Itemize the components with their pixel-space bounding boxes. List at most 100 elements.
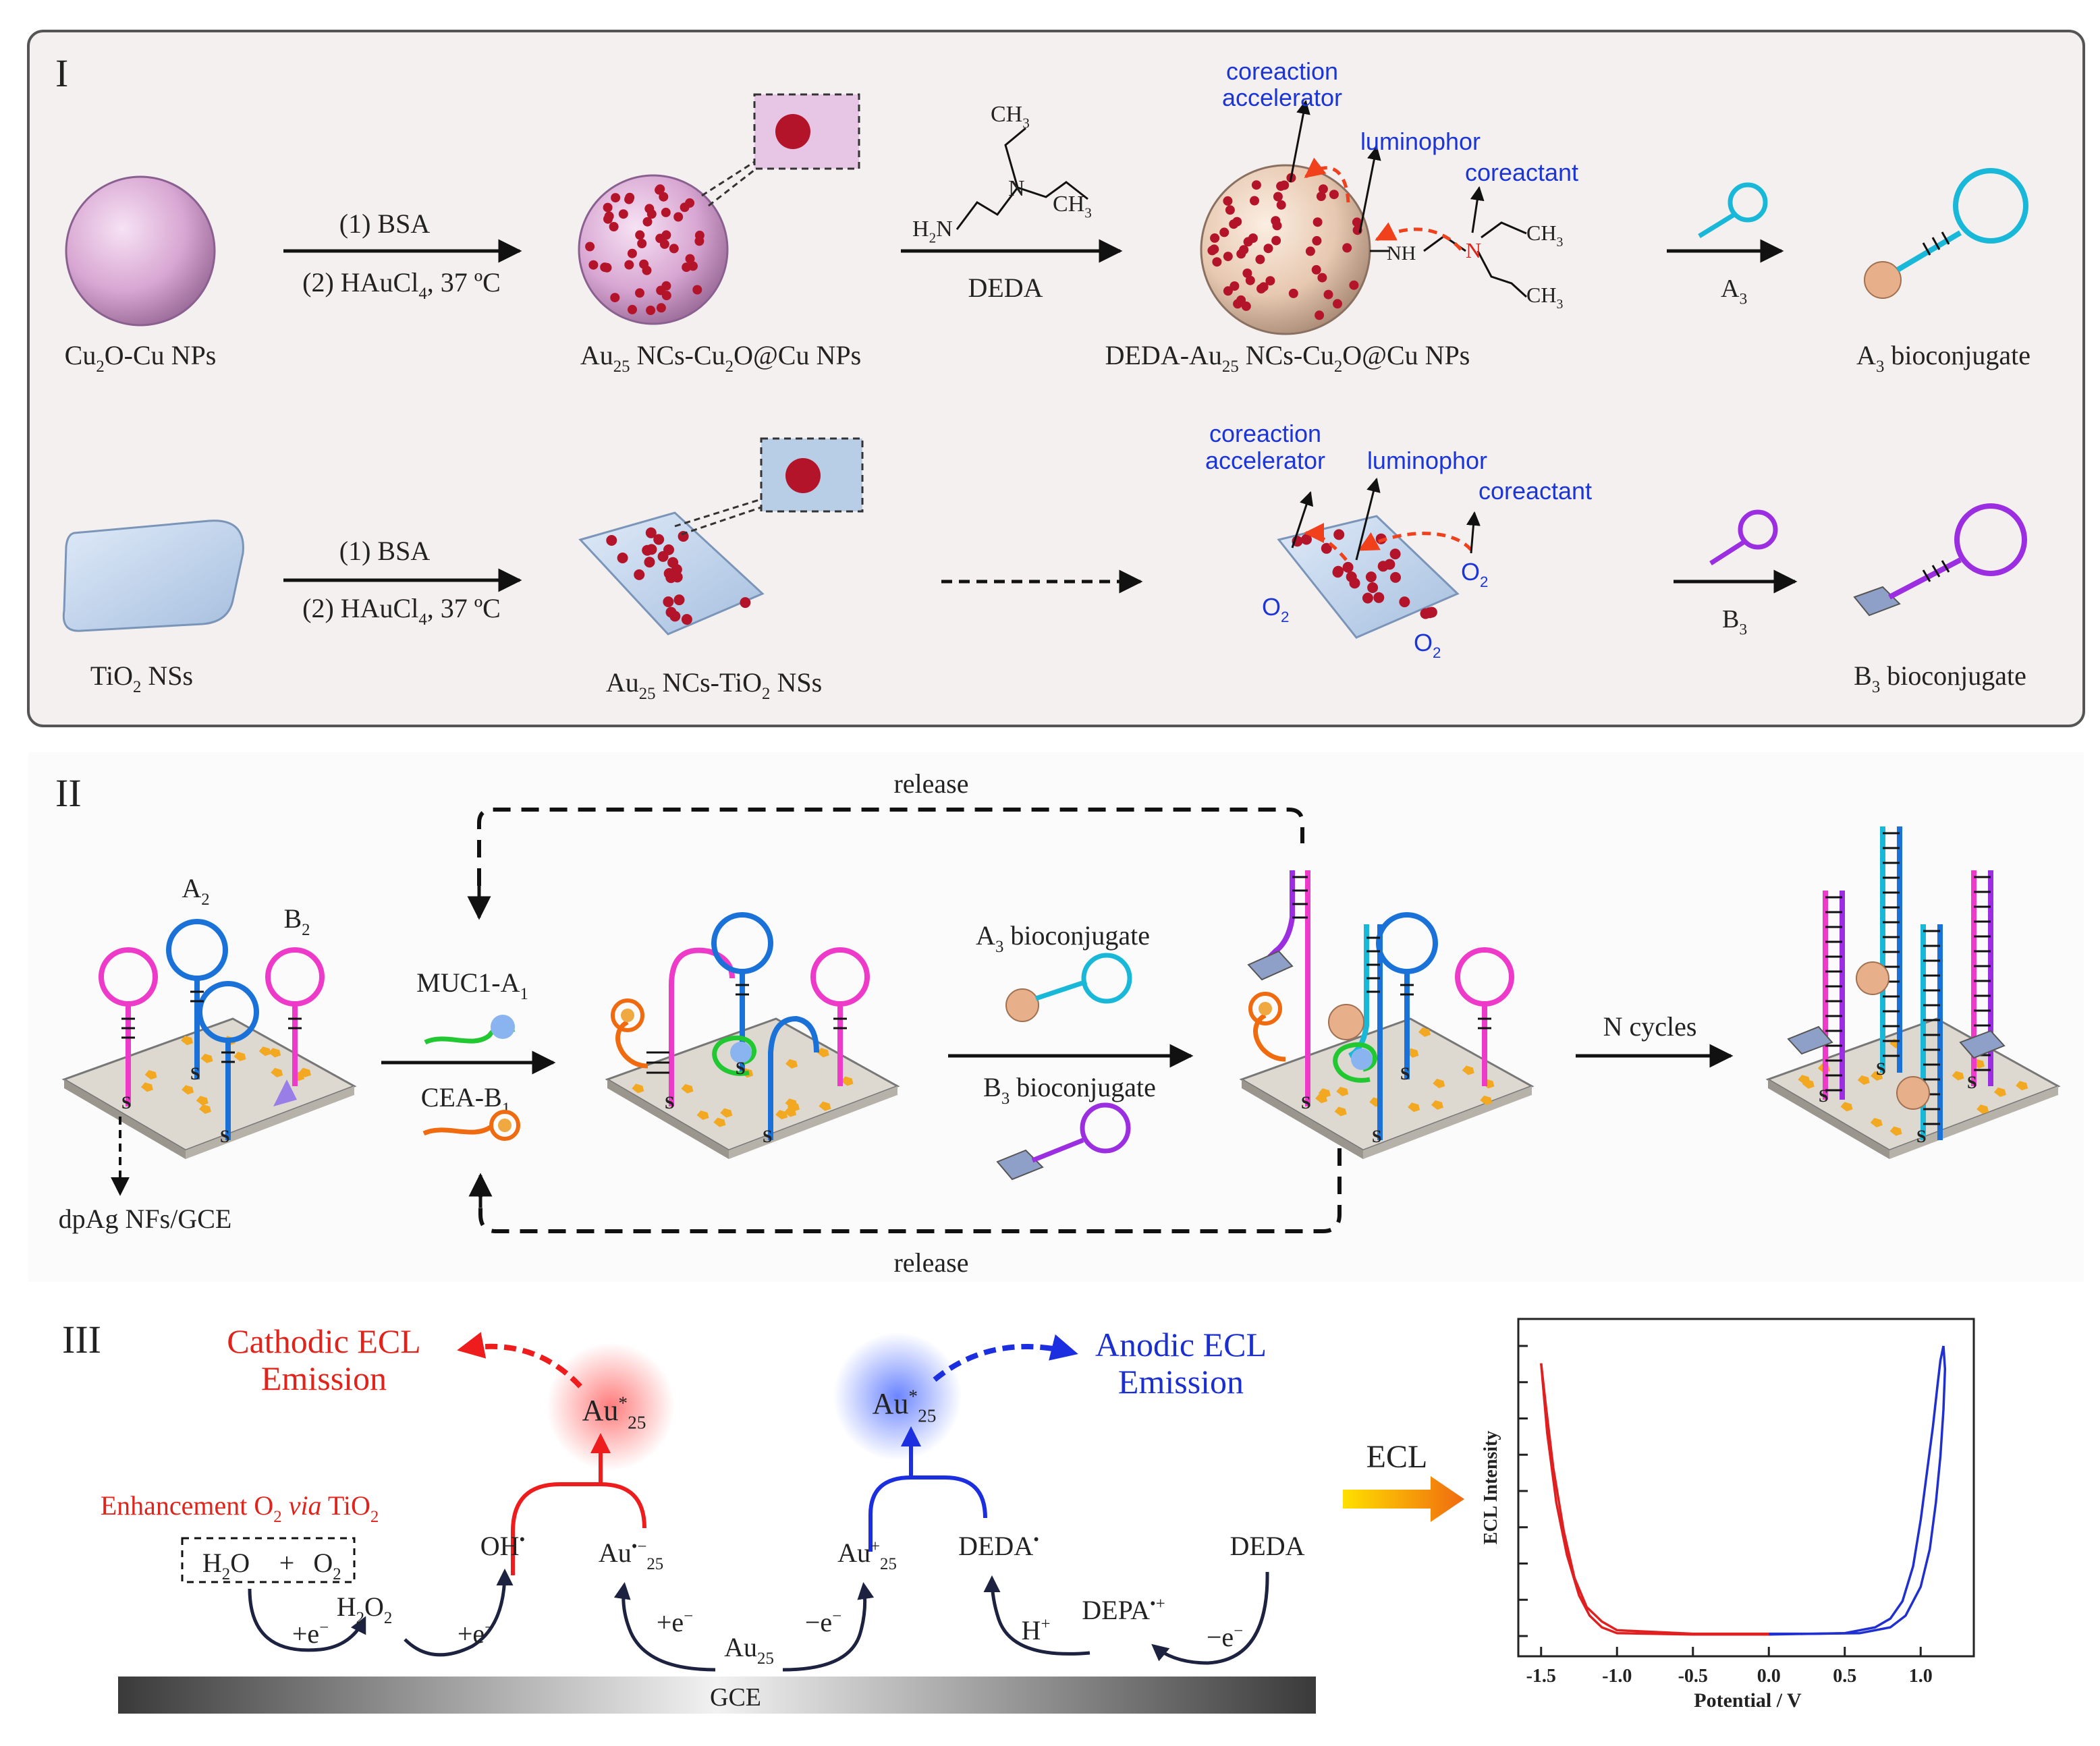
chart-series-line-2 <box>1540 1363 1769 1635</box>
anodic-glow <box>833 1332 962 1461</box>
electrode-3-s-c: S <box>1372 1127 1381 1146</box>
au25-tio2-sheet <box>578 437 864 636</box>
h2o2-label: H2O2 <box>337 1592 393 1627</box>
au25-cu2o-label: Au25 NCs-Cu2O@Cu NPs <box>580 340 861 376</box>
au25-cation-label: Au+25 <box>837 1538 897 1573</box>
chart-x-tick-label: -0.5 <box>1678 1666 1708 1687</box>
ecl-arrow-label: ECL <box>1366 1439 1428 1475</box>
panel-2: II release release <box>28 752 2084 1282</box>
row1-chain-ch3-b: CH3 <box>1526 283 1563 312</box>
cathodic-emission-arrow <box>457 1332 582 1388</box>
row1-step2-label: DEDA <box>968 273 1043 303</box>
muc1-aptamer-icon <box>424 1015 516 1045</box>
cu2o-cu-label: Cu2O-Cu NPs <box>65 340 217 376</box>
gce-label: GCE <box>710 1683 761 1712</box>
e-plus-1: +e− <box>292 1618 329 1649</box>
panel-3-label: III <box>62 1318 101 1361</box>
electrode-4-s-c: S <box>1916 1127 1926 1146</box>
electrode-label: dpAg NFs/GCE <box>59 1204 232 1234</box>
row2-o2-right: O2 <box>1461 558 1488 590</box>
b3-bioconjugate-step-label: B3 bioconjugate <box>983 1072 1156 1108</box>
release-loop-top <box>477 808 1304 914</box>
b2-label: B2 <box>283 903 310 939</box>
electrode-3-s-b: S <box>1400 1064 1410 1083</box>
depa-label: DEPA•+ <box>1082 1595 1165 1625</box>
panel-2-background <box>28 752 2084 1282</box>
au25-excited-anodic: Au*25 <box>873 1386 937 1426</box>
o2-label: O2 <box>313 1548 341 1583</box>
row2-annot-accelerator-2: accelerator <box>1205 447 1325 474</box>
electrode-2-s-c: S <box>763 1127 772 1146</box>
row2-annot-luminophor: luminophor <box>1367 447 1487 474</box>
row1-step1-bottom: (2) HAuCl4, 37 ºC <box>302 267 501 303</box>
plus-label: + <box>279 1548 295 1578</box>
oh-radical-label: OH• <box>480 1531 525 1561</box>
a3-bioconjugate-step-label: A3 bioconjugate <box>976 920 1150 956</box>
anodic-label-2: Emission <box>1118 1363 1244 1401</box>
gce-electrode-bar <box>118 1677 1316 1714</box>
row1-chain-ch3-a: CH3 <box>1526 221 1563 250</box>
reaction-curves <box>248 1569 1269 1672</box>
chart-x-tick-label: 0.0 <box>1757 1666 1781 1687</box>
ncycles-label: N cycles <box>1603 1011 1697 1042</box>
chart-series-line-4 <box>1769 1345 1947 1635</box>
release-top-label: release <box>893 768 968 799</box>
a2-label: A2 <box>182 873 209 909</box>
au25-excited-cathodic: Au*25 <box>582 1392 646 1432</box>
row2-annot-accelerator-1: coreaction <box>1209 420 1321 447</box>
au25-tio2-activated-sheet <box>1277 477 1481 639</box>
row1-annot-coreactant: coreactant <box>1465 159 1578 186</box>
ecl-transition-arrow <box>1343 1476 1464 1522</box>
release-loop-bottom <box>478 1120 1342 1233</box>
panel-1: I Cu2O-Cu NPs (1) BSA (2) HAuCl4, 37 ºC … <box>27 30 2085 727</box>
enhancement-label: Enhancement O2 via TiO2 <box>101 1490 379 1526</box>
chart-frame <box>1517 1318 1975 1658</box>
electrode-4-s-b: S <box>1876 1059 1885 1079</box>
e-plus-2: +e− <box>458 1618 494 1649</box>
chart-x-tick-label: 0.5 <box>1833 1666 1856 1687</box>
row1-step1-top: (1) BSA <box>339 208 431 239</box>
electrode-2-s-a: S <box>665 1093 674 1113</box>
au25-ground-label: Au25 <box>724 1632 774 1668</box>
b3-bioconjugate-label: B3 bioconjugate <box>1854 660 2026 696</box>
e-plus-3: +e− <box>657 1607 693 1637</box>
panel-2-label: II <box>55 771 82 815</box>
b3-bioconjugate-icon <box>1853 503 2027 617</box>
row1-step3-label: A3 <box>1721 275 1747 308</box>
au25-anion-label: Au•−25 <box>599 1538 663 1573</box>
deda-ch3-top: CH3 <box>991 102 1030 132</box>
row2-o2-left: O2 <box>1262 593 1289 625</box>
au25-tio2-label: Au25 NCs-TiO2 NSs <box>606 667 822 703</box>
chart-x-tick-label: 1.0 <box>1909 1666 1933 1687</box>
e-minus-2: −e− <box>1207 1622 1243 1652</box>
electrode-1-s-a: S <box>121 1093 131 1113</box>
tio2-label: TiO2 NSs <box>90 660 193 696</box>
deda-au25-label: DEDA-Au25 NCs-Cu2O@Cu NPs <box>1105 340 1470 376</box>
electrode-3 <box>1239 870 1535 1159</box>
electrode-4-s-a: S <box>1819 1086 1828 1106</box>
panel-1-frame <box>27 30 2085 727</box>
cathodic-glow <box>547 1343 675 1471</box>
cathodic-label-2: Emission <box>261 1359 387 1397</box>
e-minus-1: −e− <box>805 1607 841 1637</box>
a3-hairpin-icon <box>1698 182 1768 238</box>
electrode-3-s-a: S <box>1301 1093 1310 1113</box>
electrode-1-s-b: S <box>190 1064 200 1083</box>
chart-x-tick-label: -1.5 <box>1526 1666 1556 1687</box>
a3-bioconjugate-icon <box>1864 168 2028 299</box>
row2-step3-label: B3 <box>1722 605 1747 639</box>
au25-cu2o-sphere <box>578 93 860 325</box>
electrode-2-s-b: S <box>736 1059 745 1078</box>
deda-au25-sphere <box>1200 99 1528 335</box>
anodic-label-1: Anodic ECL <box>1095 1326 1267 1363</box>
row2-o2-bottom: O2 <box>1414 629 1441 661</box>
hplus-label: H+ <box>1022 1615 1051 1645</box>
a3-bioconjugate-label: A3 bioconjugate <box>1856 340 2030 376</box>
panel-1-label: I <box>55 51 68 95</box>
row2-annot-coreactant: coreactant <box>1479 477 1592 505</box>
electrode-4-s-d: S <box>1967 1073 1977 1092</box>
tio2-sheet <box>62 519 244 632</box>
electrode-1-s-c: S <box>220 1127 229 1146</box>
